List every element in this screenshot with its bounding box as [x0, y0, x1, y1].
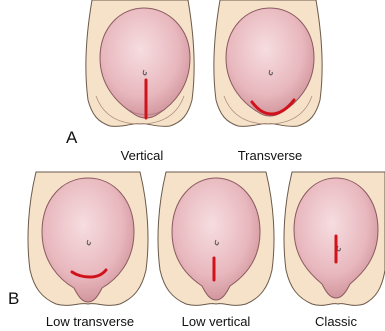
figure-vertical [86, 0, 194, 126]
caption-low-transverse: Low transverse [36, 314, 144, 329]
caption-low-vertical: Low vertical [170, 314, 262, 329]
figure-low-transverse [28, 172, 148, 305]
panel-label-b: B [8, 289, 19, 309]
panel-label-a: A [66, 128, 77, 148]
caption-classic: Classic [306, 314, 366, 329]
figure-classic [284, 172, 385, 305]
figure-transverse [214, 0, 322, 126]
caption-transverse: Transverse [230, 148, 310, 163]
caption-vertical: Vertical [110, 148, 174, 163]
figure-low-vertical [158, 172, 274, 305]
